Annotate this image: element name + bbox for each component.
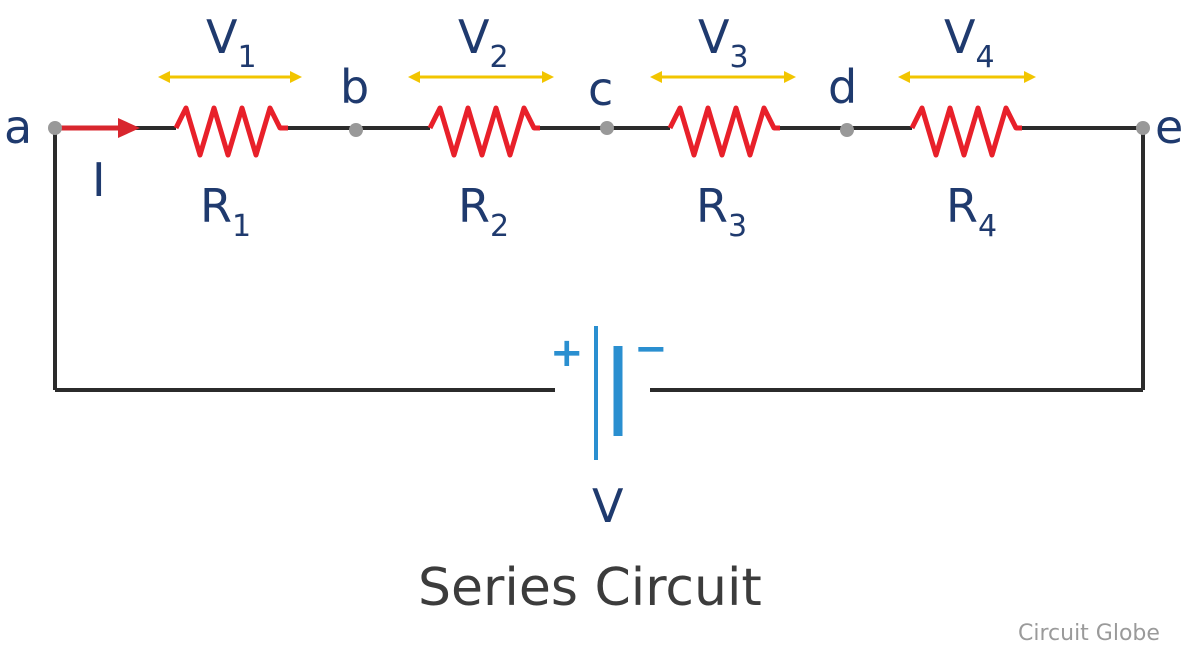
- current-arrow-icon: [58, 118, 140, 138]
- node-label-c: c: [588, 62, 613, 116]
- node-label-e: e: [1155, 100, 1183, 154]
- resistor-index-r3: 3: [728, 209, 747, 244]
- battery-minus-sign: −: [634, 326, 668, 372]
- node-e-dot: [1136, 121, 1150, 135]
- resistor-label-r3: R3: [696, 179, 747, 244]
- resistor-label-r4: R4: [946, 179, 997, 244]
- resistor-r1-icon: [173, 105, 288, 158]
- resistor-label-r1: R1: [200, 179, 251, 244]
- node-label-b: b: [340, 60, 369, 114]
- voltage-label-v2: V2: [458, 10, 509, 75]
- battery-voltage-label: V: [592, 479, 624, 533]
- resistor-letter-r4: R: [946, 179, 978, 233]
- nodes: [48, 121, 1150, 137]
- resistor-label-r2: R2: [458, 179, 509, 244]
- diagram-caption: Series Circuit: [418, 558, 762, 618]
- voltage-label-v3: V3: [698, 10, 749, 75]
- resistor-index-r2: 2: [490, 209, 509, 244]
- battery-plus-sign: +: [550, 330, 584, 376]
- voltage-index-v3: 3: [729, 40, 748, 75]
- resistor-letter-r3: R: [696, 179, 728, 233]
- watermark-text: Circuit Globe: [1018, 621, 1160, 646]
- node-label-d: d: [828, 60, 857, 114]
- node-c-dot: [600, 121, 614, 135]
- resistor-r4-icon: [909, 105, 1022, 158]
- voltage-letter-v1: V: [206, 10, 238, 64]
- voltage-index-v4: 4: [975, 40, 994, 75]
- node-d-dot: [840, 123, 854, 137]
- resistor-letter-r1: R: [200, 179, 232, 233]
- resistor-index-r4: 4: [978, 209, 997, 244]
- node-a-dot: [48, 121, 62, 135]
- battery-icon: [594, 326, 623, 460]
- voltage-label-v1: V1: [206, 10, 257, 75]
- wires: [53, 126, 1145, 392]
- voltage-index-v2: 2: [489, 40, 508, 75]
- voltage-letter-v4: V: [944, 10, 976, 64]
- current-label: I: [92, 153, 106, 207]
- resistor-letter-r2: R: [458, 179, 490, 233]
- resistor-index-r1: 1: [232, 209, 251, 244]
- node-b-dot: [349, 123, 363, 137]
- voltage-label-v4: V4: [944, 10, 995, 75]
- voltage-letter-v2: V: [458, 10, 490, 64]
- resistors: [173, 105, 1022, 158]
- resistor-r3-icon: [667, 105, 780, 158]
- resistor-r2-icon: [427, 105, 540, 158]
- voltage-letter-v3: V: [698, 10, 730, 64]
- node-label-a: a: [4, 100, 32, 154]
- voltage-index-v1: 1: [237, 40, 256, 75]
